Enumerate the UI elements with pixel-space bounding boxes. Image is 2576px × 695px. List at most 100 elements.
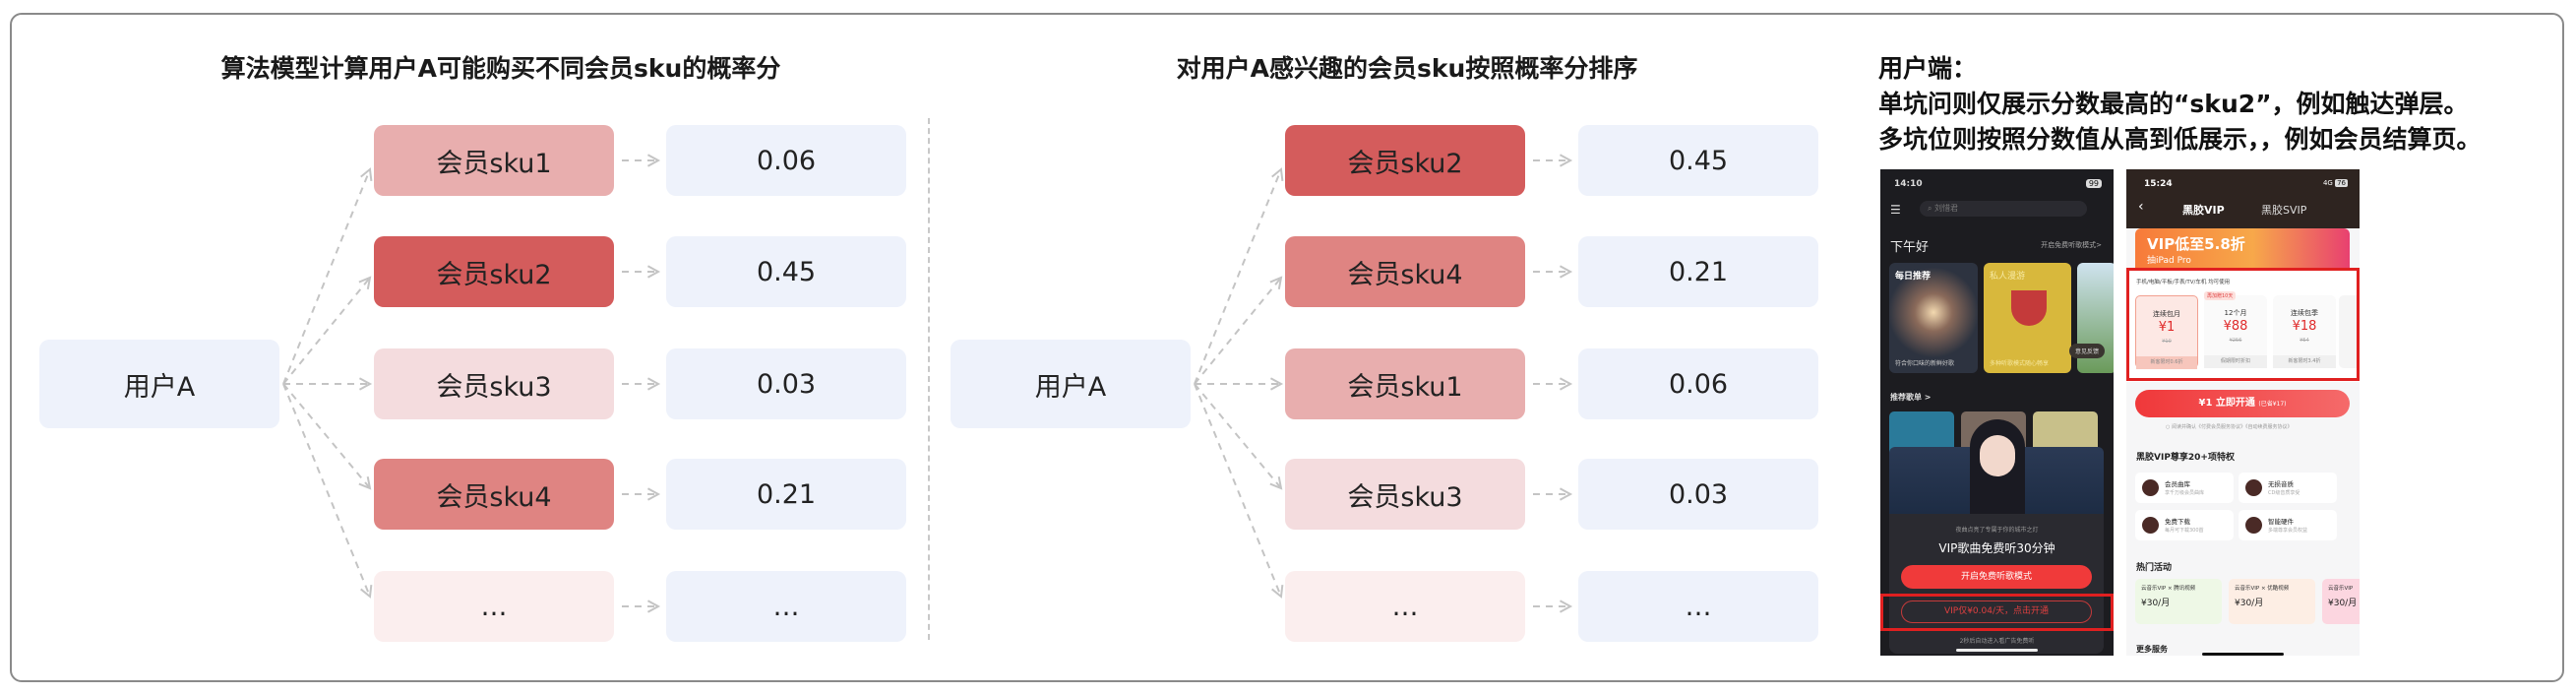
plan-name: 12个月 (2224, 309, 2247, 317)
perk-item[interactable]: 免费下载 每月可下载300首 (2135, 510, 2234, 540)
status-time: 15:24 (2144, 179, 2173, 189)
hot-activity-card[interactable]: 云音乐VIP × 腾讯视频 ¥30/月 (2135, 579, 2222, 624)
perk-item[interactable]: 会员曲库 享千万级会员曲库 (2135, 473, 2234, 503)
plan-card[interactable]: 连续包月 ¥1 ¥10 新客限时0.6折 (2135, 295, 2198, 369)
user-to-sku-arrow (282, 383, 372, 490)
left-title: 算法模型计算用户A可能购买不同会员sku的概率分 (220, 54, 781, 83)
network-status: 4G 76 (2323, 179, 2348, 187)
sku-to-score-arrow (622, 487, 661, 501)
perk-name: 会员曲库 (2165, 480, 2190, 488)
activity-price: ¥30/月 (2235, 599, 2264, 608)
agreement-checkbox[interactable]: ○ 阅读并确认《付费会员服务协议》《自动续费服务协议》 (2166, 424, 2293, 430)
daily-label: 每日推荐 (1895, 272, 1932, 282)
sku-node: 会员sku1 (1285, 348, 1525, 419)
phone-checkout-screenshot: 15:24 4G 76 ‹ 黑胶VIP 黑胶SVIP VIP低至5.8折 抽iP… (2126, 169, 2360, 656)
header-bar (2126, 169, 2360, 228)
single-slot-note: 单坑问则仅展示分数最高的“sku2”，例如触达弹层。 (1878, 90, 2469, 118)
user-to-sku-arrow (282, 167, 373, 385)
vip-open-button[interactable]: VIP仅¥0.04/天，点击开通 (1901, 600, 2092, 623)
hot-title: 热门活动 (2136, 563, 2173, 573)
user-to-sku-arrow (1195, 377, 1284, 391)
user-node: 用户A (39, 340, 279, 428)
open-now-button[interactable]: ¥1 立即开通 (已省¥17) (2135, 390, 2350, 417)
plan-card-partial[interactable] (2339, 295, 2360, 368)
sku-node: 会员sku4 (1285, 236, 1525, 307)
plan-card[interactable]: 连续包季 ¥18 ¥54 新客限时3.4折 (2273, 295, 2336, 368)
perk-item[interactable]: 无损音质 CD级音质享受 (2239, 473, 2337, 503)
plan-price: ¥18 (2292, 319, 2317, 334)
multi-slot-note: 多坑位则按照分数值从高到低展示，，例如会员结算页。 (1878, 125, 2482, 154)
perk-item[interactable]: 智能硬件 多端尊享会员权益 (2239, 510, 2337, 540)
private-card[interactable]: 私人漫游 多种听歌模式随心畅享 (1984, 263, 2071, 373)
perks-title: 黑胶VIP尊享20+项特权 (2136, 453, 2235, 463)
tab-vip[interactable]: 黑胶VIP (2182, 204, 2225, 217)
perk-desc: 多端尊享会员权益 (2268, 528, 2308, 534)
status-time: 14:10 (1894, 179, 1923, 189)
score-node: 0.21 (666, 459, 906, 530)
plan-price: ¥1 (2158, 320, 2176, 335)
playlists-heading[interactable]: 推荐歌单 > (1890, 393, 1932, 402)
plan-note: 新客限时3.4折 (2273, 355, 2336, 368)
perk-desc: 享千万级会员曲库 (2165, 490, 2205, 496)
free-mode-link[interactable]: 开启免费听歌模式> (2041, 241, 2102, 249)
score-node: … (1578, 571, 1818, 642)
plan-original-price: ¥54 (2300, 338, 2309, 344)
feedback-button[interactable]: 意见反馈 (2069, 344, 2106, 358)
user-to-sku-arrow (1194, 383, 1283, 490)
plan-price: ¥88 (2223, 319, 2248, 334)
perk-icon (2142, 517, 2159, 534)
anime-face (1980, 435, 2015, 476)
score-node: 0.03 (666, 348, 906, 419)
panel-divider (928, 118, 930, 640)
home-indicator (1956, 649, 2038, 652)
perk-desc: 每月可下载300首 (2165, 528, 2204, 534)
highlight-box (1880, 594, 2114, 631)
private-label: 私人漫游 (1990, 272, 2026, 282)
popup-title: VIP歌曲免费听30分钟 (1938, 541, 2055, 555)
sku-to-score-arrow (622, 600, 661, 613)
tab-svip[interactable]: 黑胶SVIP (2261, 204, 2307, 217)
plan-card[interactable]: 12个月 ¥88 ¥256 假期限时折扣 再加赠10天 (2204, 291, 2267, 368)
user-to-sku-arrow (282, 383, 373, 599)
hot-activity-card[interactable]: 云音乐VIP × 优酷视频 ¥30/月 (2229, 579, 2315, 624)
sku-node: 会员sku4 (374, 459, 614, 530)
menu-icon[interactable]: ☰ (1890, 203, 1901, 217)
battery-icon: 99 (2085, 179, 2102, 188)
client-heading: 用户端： (1878, 54, 1978, 83)
user-to-sku-arrow (283, 377, 373, 391)
user-to-sku-arrow (282, 276, 372, 385)
plan-tag: 再加赠10天 (2204, 291, 2237, 300)
banner-title: VIP低至5.8折 (2147, 235, 2245, 253)
sku-node: … (1285, 571, 1525, 642)
user-to-sku-arrow (1194, 383, 1284, 599)
perk-name: 免费下载 (2165, 518, 2190, 526)
perk-name: 智能硬件 (2268, 518, 2294, 526)
sku-to-score-arrow (1533, 377, 1573, 391)
network-label: 4G (2322, 179, 2333, 187)
hot-activity-card[interactable]: 云音乐VIP ¥30/月 (2322, 579, 2360, 624)
perk-name: 无损音质 (2268, 480, 2294, 488)
score-node: 0.45 (666, 236, 906, 307)
battery-icon: 76 (2335, 179, 2348, 187)
plan-note: 新客限时0.6折 (2136, 356, 2197, 369)
perk-icon (2245, 517, 2262, 534)
search-input[interactable]: ⌕ 刘惜君 (1920, 201, 2087, 217)
sku-to-score-arrow (622, 265, 661, 279)
promo-banner[interactable]: VIP低至5.8折 抽iPad Pro (2135, 228, 2350, 270)
plan-name: 连续包季 (2291, 309, 2318, 317)
activity-price: ¥30/月 (2141, 599, 2171, 608)
sku-to-score-arrow (622, 377, 661, 391)
score-node: 0.03 (1578, 459, 1818, 530)
sku-node: 会员sku2 (1285, 125, 1525, 196)
plan-note: 假期限时折扣 (2204, 355, 2267, 368)
plan-original-price: ¥256 (2229, 338, 2242, 344)
popup-subtitle: 夜曲点亮了专属于你的城市之灯 (1955, 527, 2039, 534)
score-node: 0.45 (1578, 125, 1818, 196)
greeting: 下午好 (1890, 240, 1930, 255)
sku-to-score-arrow (1533, 265, 1573, 279)
back-icon[interactable]: ‹ (2138, 199, 2144, 215)
daily-card[interactable]: 每日推荐 符合你口味的新鲜好歌 (1889, 263, 1978, 373)
free-listen-button[interactable]: 开启免费听歌模式 (1901, 565, 2092, 589)
more-services[interactable]: 更多服务 (2136, 645, 2168, 654)
